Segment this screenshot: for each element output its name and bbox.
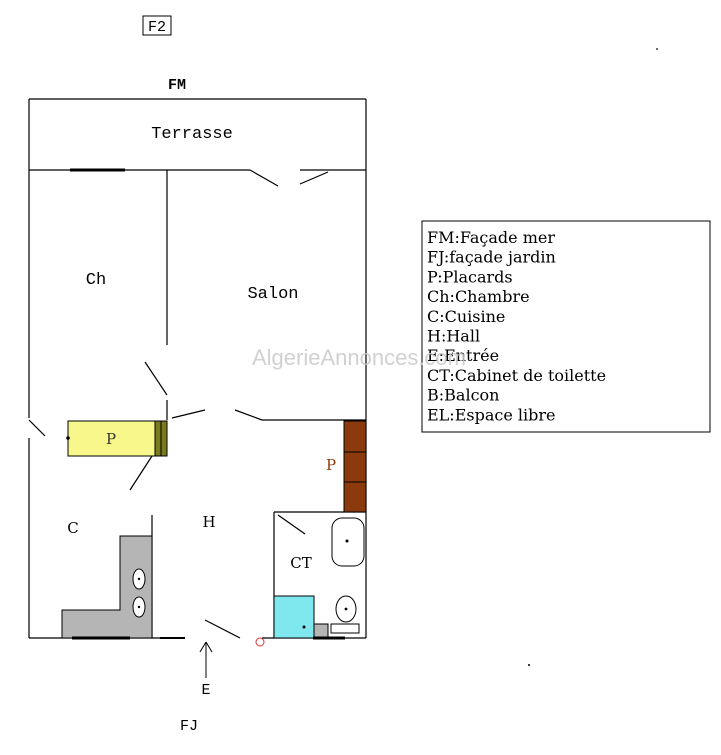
stray-dot bbox=[528, 664, 530, 666]
shower bbox=[273, 595, 329, 639]
legend-item: E:Entrée bbox=[427, 346, 499, 365]
entry-label: E bbox=[201, 682, 210, 699]
legend-item: FM:Façade mer bbox=[427, 228, 555, 247]
facade-jardin-label: FJ bbox=[180, 718, 198, 735]
legend-item: P:Placards bbox=[427, 267, 513, 286]
room-ct: CT bbox=[290, 554, 311, 572]
kitchen-counter bbox=[61, 535, 153, 640]
legend-item: B:Balcon bbox=[427, 386, 499, 405]
room-c: C bbox=[67, 519, 78, 537]
interior-walls bbox=[28, 170, 366, 639]
entry-marker bbox=[255, 637, 265, 647]
room-ch: Ch bbox=[86, 271, 106, 290]
legend-item: Ch:Chambre bbox=[427, 287, 530, 306]
room-terrasse: Terrasse bbox=[151, 125, 233, 144]
legend-item: H:Hall bbox=[427, 327, 480, 346]
placard-yellow: P bbox=[66, 420, 168, 457]
legend-item: CT:Cabinet de toilette bbox=[427, 366, 606, 385]
legend-item: FJ:façade jardin bbox=[427, 248, 556, 267]
terrasse-door bbox=[249, 169, 329, 187]
entry-arrow-icon bbox=[199, 641, 213, 678]
outer-walls bbox=[28, 98, 367, 639]
placard-2-label: P bbox=[326, 456, 336, 474]
room-salon: Salon bbox=[247, 285, 298, 304]
placard-1-label: P bbox=[106, 430, 116, 448]
stray-dot bbox=[656, 48, 658, 50]
legend-item: C:Cuisine bbox=[427, 307, 505, 326]
watermark: AlgerieAnnonces.com bbox=[252, 345, 466, 370]
placard-brown: P bbox=[326, 420, 367, 513]
plan-type-text: F2 bbox=[148, 19, 166, 36]
washbasin bbox=[330, 595, 360, 634]
bathtub bbox=[331, 517, 365, 567]
facade-mer-label: FM bbox=[168, 77, 186, 94]
legend-item: EL:Espace libre bbox=[427, 405, 555, 424]
room-h: H bbox=[202, 513, 215, 531]
plan-type-label: F2 bbox=[142, 15, 172, 36]
